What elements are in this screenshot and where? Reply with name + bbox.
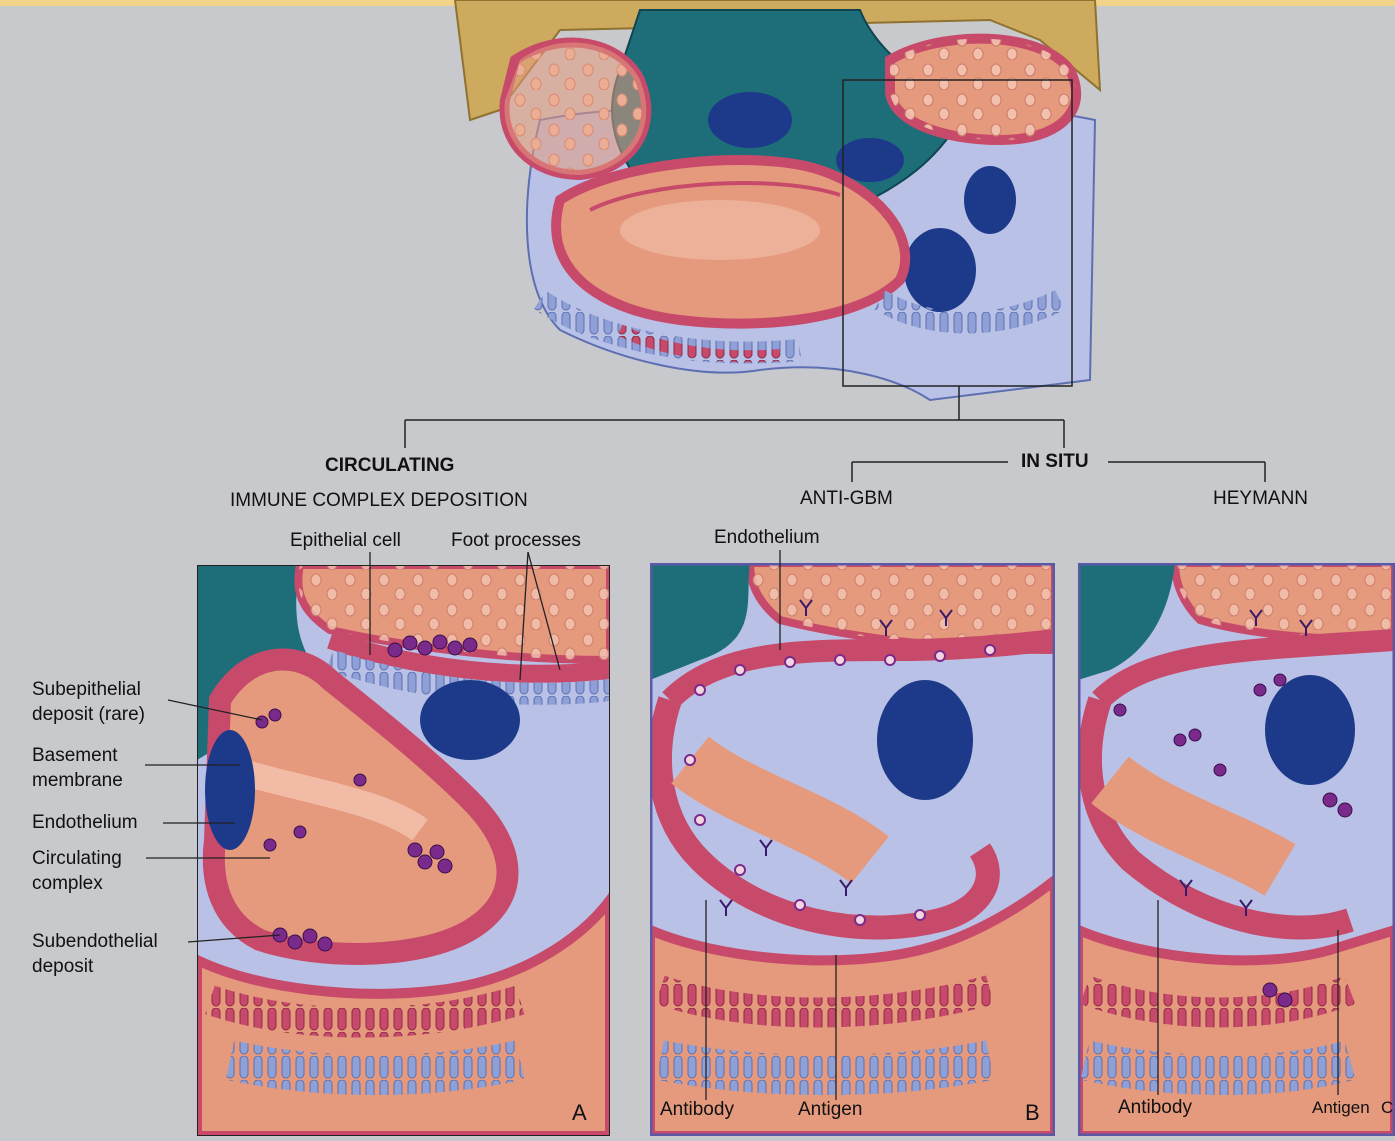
basement-membrane-label-line2: membrane	[32, 770, 123, 793]
subepithelial-label-line1: Subepithelial	[32, 679, 141, 702]
subendothelial-label-line1: Subendothelial	[32, 931, 158, 954]
anti-gbm-heading: ANTI-GBM	[800, 488, 893, 511]
antibody-label-b: Antibody	[660, 1099, 734, 1122]
circulating-complex-label-line2: complex	[32, 873, 103, 896]
panel-b-anti-gbm	[650, 563, 1055, 1136]
immune-complex-deposition-heading: IMMUNE COMPLEX DEPOSITION	[230, 490, 528, 513]
endothelium-left-label: Endothelium	[32, 812, 138, 835]
subendothelial-label-line2: deposit	[32, 956, 93, 979]
panel-letter-a: A	[572, 1100, 587, 1126]
in-situ-heading: IN SITU	[1021, 451, 1089, 474]
heymann-heading: HEYMANN	[1213, 488, 1308, 511]
epithelial-cell-label: Epithelial cell	[290, 530, 401, 553]
panel-c-heymann	[1078, 563, 1395, 1136]
circulating-heading: CIRCULATING	[325, 455, 454, 478]
panel-letter-b: B	[1025, 1100, 1040, 1126]
subepithelial-label-line2: deposit (rare)	[32, 704, 145, 727]
antigen-label-b: Antigen	[798, 1099, 862, 1122]
antigen-label-c: Antigen	[1312, 1098, 1370, 1118]
basement-membrane-label-line1: Basement	[32, 745, 118, 768]
foot-processes-label: Foot processes	[451, 530, 581, 553]
antibody-label-c: Antibody	[1118, 1097, 1192, 1120]
circulating-complex-label-line1: Circulating	[32, 848, 122, 871]
endothelium-top-label: Endothelium	[714, 527, 820, 550]
connector-lines	[405, 386, 1265, 482]
panel-letter-c: C	[1381, 1098, 1393, 1118]
top-glomerulus-illustration	[455, 0, 1100, 400]
panel-a-circulating	[197, 565, 610, 1136]
